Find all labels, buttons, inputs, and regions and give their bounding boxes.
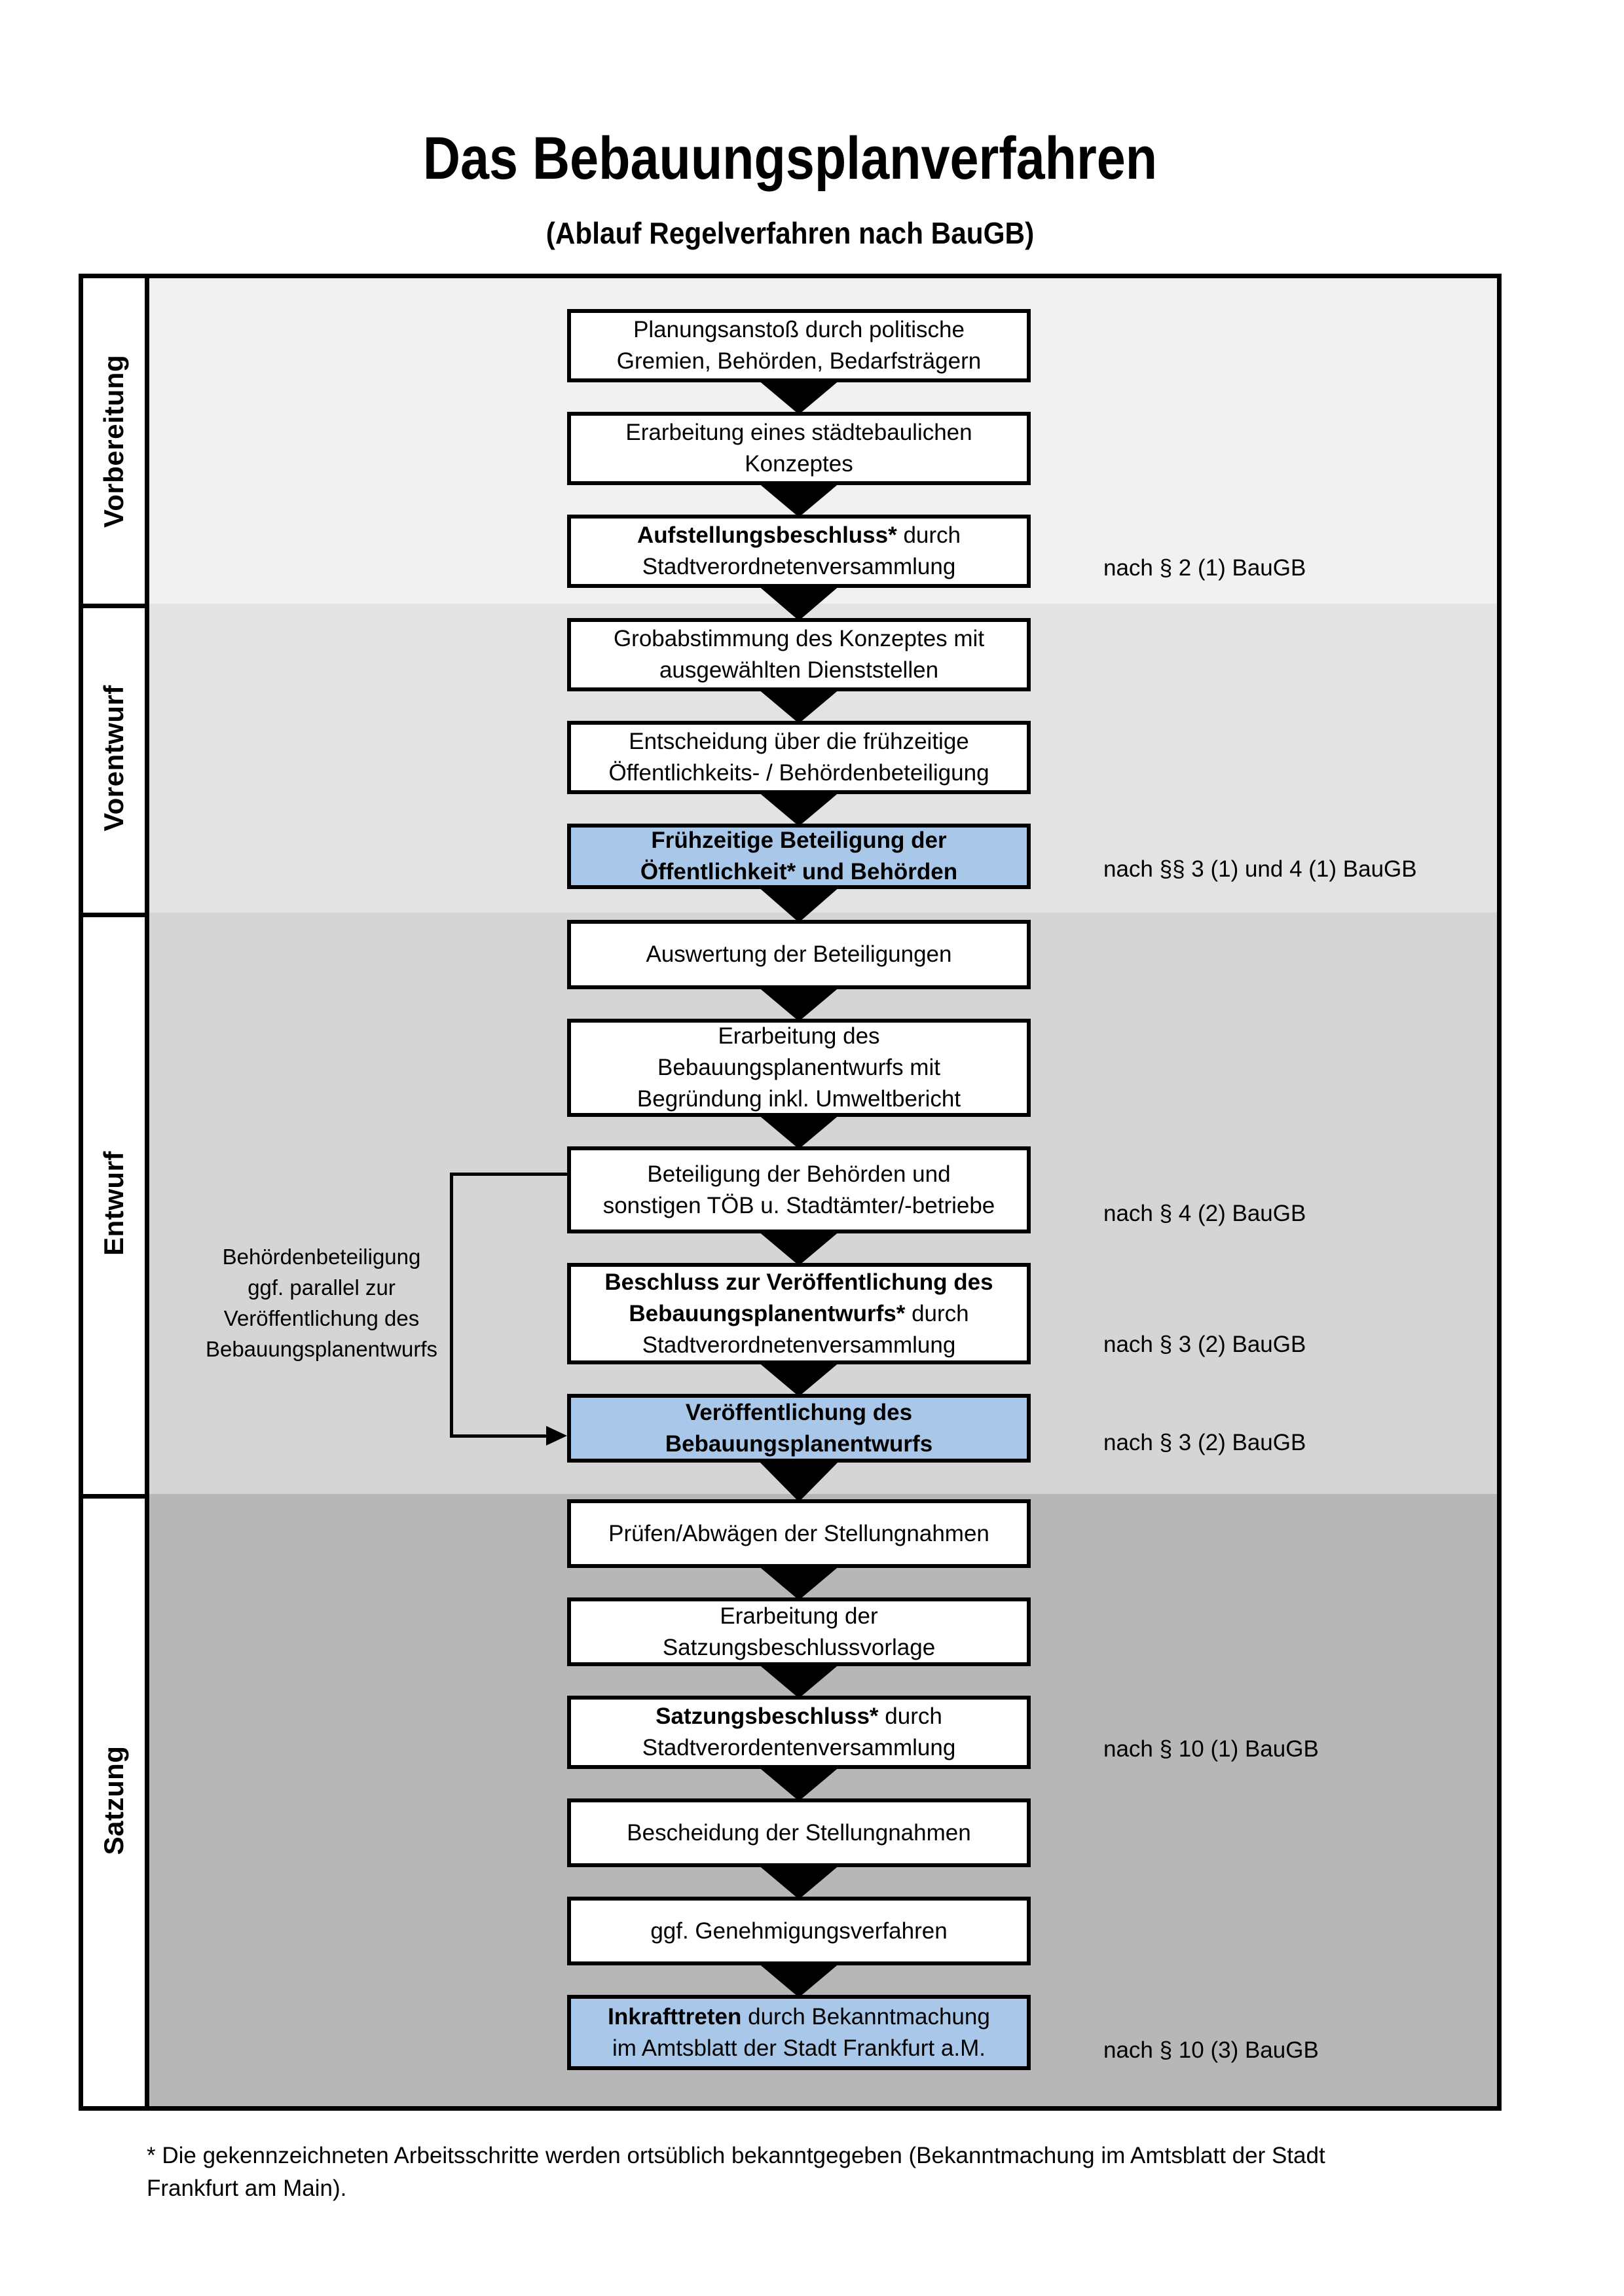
bracket-top-line [450,1173,567,1176]
arrow-down-icon [758,1460,840,1502]
footnote: * Die gekennzeichneten Arbeitsschritte w… [147,2140,1548,2205]
flow-box-line: im Amtsblatt der Stadt Frankfurt a.M. [612,2035,986,2061]
arrow-down-icon [758,1664,840,1698]
arrow-down-icon [758,886,840,922]
arrow-down-icon [758,1231,840,1266]
phase-label-entwurf: Entwurf [98,1151,129,1256]
arrow-down-icon [758,585,840,621]
flow-box-9: Beteiligung der Behörden und sonstigen TÖ… [567,1146,1031,1233]
flow-box-line: Veröffentlichung des [685,1399,913,1425]
flow-box-line: Satzungsbeschlussvorlage [662,1634,936,1660]
arrow-down-icon [758,380,840,414]
flow-box-line: ggf. Genehmigungsverfahren [650,1918,948,1944]
arrow-down-icon [758,483,840,517]
flow-box-line: Konzeptes [745,451,853,477]
flow-box-line: Grobabstimmung des Konzeptes mit [613,626,985,651]
bracket-arrowhead-icon [546,1426,567,1446]
arrow-down-icon [758,1565,840,1600]
side-note-line: Bebauungsplanentwurfs [205,1337,438,1361]
flow-box-line: Bebauungsplanentwurfs [665,1430,933,1457]
law-reference-7: nach § 10 (3) BauGB [1103,2037,1319,2063]
flow-box-line: Stadtverordnetenversammlung [642,554,956,579]
flow-box-line: ausgewählten Dienststellen [659,657,939,683]
flow-box-4: Grobabstimmung des Konzeptes mit ausgewäh… [567,618,1031,691]
flow-box-line: Bescheidung der Stellungnahmen [627,1819,971,1846]
flow-box-16: ggf. Genehmigungsverfahren [567,1897,1031,1965]
label-column-divider-line [145,274,149,2111]
flow-box-line: Stadtverordentenversammlung [642,1735,956,1760]
law-reference-2: nach §§ 3 (1) und 4 (1) BauGB [1103,856,1417,882]
side-note-line: Behördenbeteiligung [222,1245,421,1269]
arrow-down-icon [758,1362,840,1396]
flow-box-line: Gremien, Behörden, Bedarfsträgern [616,348,982,374]
flow-box-line: Entscheidung über die frühzeitige [629,729,969,754]
flow-box-line: Beteiligung der Behörden und [647,1161,951,1187]
page-title: Das Bebauungsplanverfahren [422,125,1158,192]
phase-label-vorbereitung: Vorbereitung [98,354,129,528]
arrow-down-icon [758,1963,840,1997]
law-reference-1: nach § 2 (1) BauGB [1103,555,1306,581]
bracket-bottom-line [450,1434,549,1438]
flow-box-line: Stadtverordnetenversammlung [642,1332,956,1358]
flow-box-line: Erarbeitung der [720,1603,878,1629]
footnote-line-2: Frankfurt am Main). [147,2176,347,2201]
flow-box-line: sonstigen TÖB u. Stadtämter/-betriebe [602,1192,995,1218]
arrow-down-icon [758,792,840,826]
flow-box-15: Bescheidung der Stellungnahmen [567,1798,1031,1867]
law-reference-6: nach § 10 (1) BauGB [1103,1736,1319,1762]
flow-box-line: Öffentlichkeits- / Behördenbeteiligung [608,760,989,786]
phase-separator-line-0 [79,604,149,608]
flow-box-line: Erarbeitung des [718,1023,880,1049]
law-reference-5: nach § 3 (2) BauGB [1103,1430,1306,1455]
flow-box-line: Prüfen/Abwägen der Stellungnahmen [608,1520,989,1546]
flow-box-line: Satzungsbeschluss* durch [655,1704,942,1729]
arrow-down-icon [758,689,840,723]
flow-box-line: Inkrafttreten durch Bekanntmachung [608,2003,990,2030]
side-note-line: ggf. parallel zur [248,1275,396,1300]
flow-box-line: Erarbeitung eines städtebaulichen [625,420,972,445]
arrow-down-icon [758,1865,840,1899]
side-note-line: Veröffentlichung des [223,1306,420,1330]
phase-separator-line-1 [79,913,149,917]
phase-separator-line-2 [79,1494,149,1499]
law-reference-3: nach § 4 (2) BauGB [1103,1201,1306,1226]
flow-box-line: Bebauungsplanentwurfs* durch [629,1300,969,1326]
flow-box-17: Inkrafttreten durch Bekanntmachung im Amt… [567,1995,1031,2070]
flow-box-line: Planungsanstoß durch politische [633,317,965,342]
arrow-down-icon [758,1766,840,1801]
footnote-line-1: * Die gekennzeichneten Arbeitsschritte w… [147,2143,1325,2168]
flow-box-line: Bebauungsplanentwurfs mit [657,1055,940,1080]
flow-box-line: Beschluss zur Veröffentlichung des [604,1269,993,1295]
flow-box-line: Auswertung der Beteiligungen [646,941,952,967]
phase-label-satzung: Satzung [98,1745,129,1855]
bracket-vertical-line [450,1173,453,1438]
flow-box-line: Öffentlichkeit* und Behörden [640,859,958,884]
arrow-down-icon [758,987,840,1021]
arrow-down-icon [758,1114,840,1149]
law-reference-4: nach § 3 (2) BauGB [1103,1332,1306,1357]
flow-box-line: Frühzeitige Beteiligung der [651,828,947,853]
phase-label-vorentwurf: Vorentwurf [98,685,129,831]
flow-box-line: Aufstellungsbeschluss* durch [637,522,961,548]
page-subtitle: (Ablauf Regelverfahren nach BauGB) [545,216,1035,250]
flow-box-12: Prüfen/Abwägen der Stellungnahmen [567,1499,1031,1568]
flow-box-7: Auswertung der Beteiligungen [567,920,1031,989]
flow-box-line: Begründung inkl. Umweltbericht [637,1086,961,1112]
